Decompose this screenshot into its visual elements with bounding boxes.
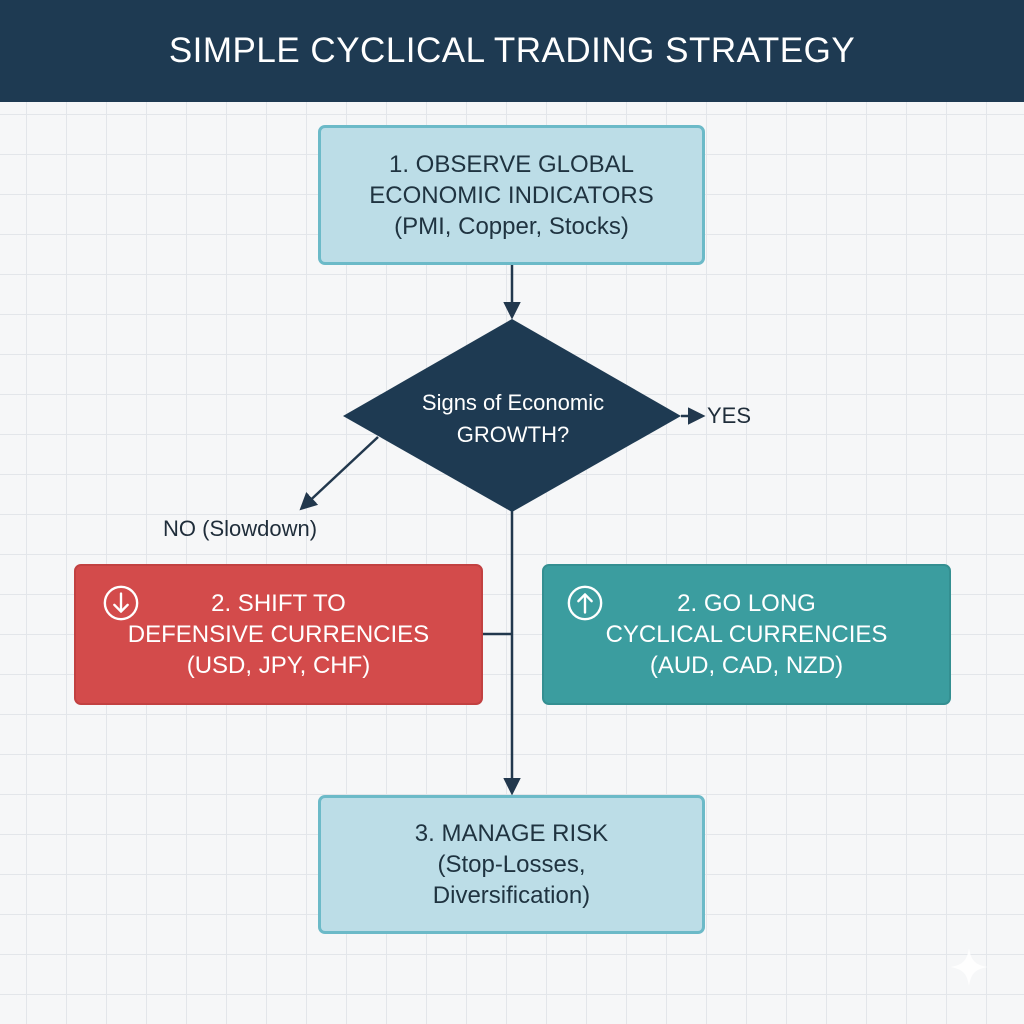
cyclical-line-3: (AUD, CAD, NZD) — [649, 652, 844, 679]
arrow-down-circle-icon — [103, 585, 139, 621]
no-label: NO (Slowdown) — [163, 516, 318, 541]
decision-line-2: GROWTH? — [456, 422, 570, 447]
cyclical-currencies-text: 2. GO LONG CYCLICAL CURRENCIES (AUD, CAD… — [606, 588, 888, 681]
arrow-up-circle-icon — [567, 585, 603, 621]
cyclical-line-2: CYCLICAL CURRENCIES — [605, 621, 888, 648]
manage-risk-text: 3. MANAGE RISK (Stop-Losses, Diversifica… — [415, 818, 608, 911]
risk-line-2: (Stop-Losses, — [437, 851, 586, 878]
cyclical-currencies-box: 2. GO LONG CYCLICAL CURRENCIES (AUD, CAD… — [542, 564, 951, 705]
sparkle-icon — [950, 948, 988, 986]
observe-indicators-box: 1. OBSERVE GLOBAL ECONOMIC INDICATORS (P… — [318, 125, 705, 265]
defensive-line-3: (USD, JPY, CHF) — [186, 652, 371, 679]
manage-risk-box: 3. MANAGE RISK (Stop-Losses, Diversifica… — [318, 795, 705, 934]
connector-no-arrow — [299, 436, 379, 511]
decision-line-1: Signs of Economic — [421, 390, 605, 415]
yes-label: YES — [707, 403, 752, 428]
observe-line-1: 1. OBSERVE GLOBAL — [388, 150, 634, 178]
observe-indicators-text: 1. OBSERVE GLOBAL ECONOMIC INDICATORS (P… — [369, 149, 653, 242]
decision-question: Signs of Economic GROWTH? — [372, 384, 654, 454]
defensive-line-2: DEFENSIVE CURRENCIES — [127, 621, 430, 648]
observe-line-3: (PMI, Copper, Stocks) — [394, 212, 629, 240]
title-banner: SIMPLE CYCLICAL TRADING STRATEGY — [0, 0, 1024, 102]
diagram-title: SIMPLE CYCLICAL TRADING STRATEGY — [168, 31, 856, 70]
defensive-currencies-text: 2. SHIFT TO DEFENSIVE CURRENCIES (USD, J… — [128, 588, 429, 681]
observe-line-2: ECONOMIC INDICATORS — [369, 181, 654, 209]
decision-diamond — [343, 319, 681, 512]
risk-line-1: 3. MANAGE RISK — [414, 820, 609, 847]
risk-line-3: Diversification) — [432, 882, 591, 909]
cyclical-line-1: 2. GO LONG — [677, 590, 816, 617]
defensive-line-1: 2. SHIFT TO — [211, 590, 346, 617]
defensive-currencies-box: 2. SHIFT TO DEFENSIVE CURRENCIES (USD, J… — [74, 564, 483, 705]
